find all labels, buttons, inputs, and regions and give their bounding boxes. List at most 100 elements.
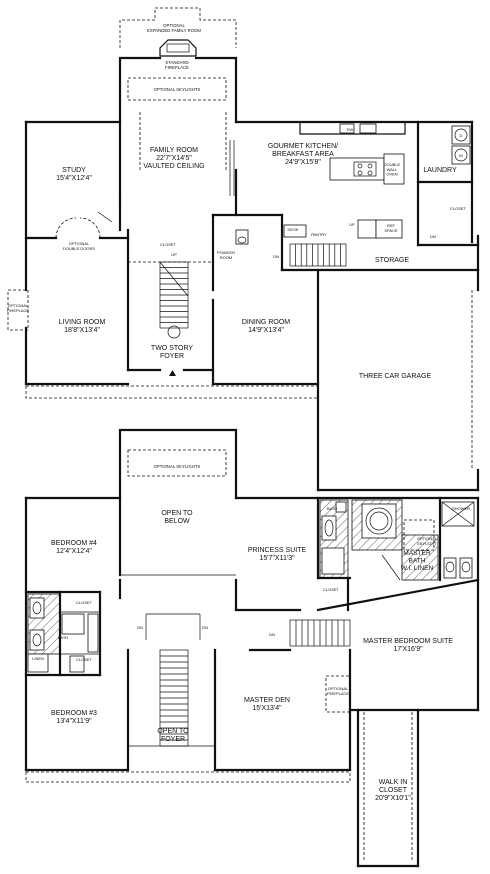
walk-in-closet-label: CLOSET (379, 787, 408, 794)
master-den-label: MASTER DEN (244, 697, 290, 704)
master-bath-label: BATH (408, 558, 425, 565)
gourmet-kitchen-label: BREAKFAST AREA (272, 151, 334, 158)
closet-princess-label: CLOSET (323, 587, 340, 592)
standard-fireplace-label: STANDARD (165, 60, 188, 65)
closet-bed3-label: CLOSET (76, 657, 93, 662)
rear-porch (25, 771, 351, 783)
bedroom-4-label: 12'4"X12'4" (56, 548, 92, 555)
family-room-label: VAULTED CEILING (143, 163, 204, 170)
bedroom-4-label: BEDROOM #4 (51, 540, 97, 547)
open-to-below-label: BELOW (164, 518, 190, 525)
basement-stair (289, 243, 347, 267)
powder-room-fixtures (235, 229, 249, 245)
master-den-label: 15'X13'4" (252, 705, 282, 712)
double-wall-oven-label: WALL (387, 167, 399, 172)
garage-walls (316, 268, 480, 492)
princess-suite-label: PRINCESS SUITE (248, 547, 307, 554)
ref-space-label: SPACE (384, 228, 398, 233)
kitchen-counters (229, 122, 406, 239)
gourmet-kitchen-label: GOURMET KITCHEN/ (268, 143, 338, 150)
master-bedroom-suite-label: 17'X16'9" (393, 646, 423, 653)
standard-fireplace-shape (159, 39, 197, 57)
two-story-foyer-label: FOYER (160, 353, 184, 360)
ref-space-label: REF (387, 223, 396, 228)
optional-fireplace-left-label: OPTIONAL (8, 303, 29, 308)
open-to-foyer-label: OPEN TO (157, 728, 189, 735)
open-to-foyer-label: FOYER (161, 736, 185, 743)
optional-expanded-family-room-outline (119, 7, 237, 48)
optional-double-doors-arcs (55, 211, 113, 239)
hall-stair (289, 619, 351, 647)
optional-fireplace-den-label: OPTIONAL (328, 686, 349, 691)
closet-foyer-label: CLOSET (160, 242, 177, 247)
family-room-label: 22'7"X14'5" (156, 155, 192, 162)
two-story-foyer-label: TWO STORY (151, 345, 193, 352)
up-foyer-label: UP (171, 252, 177, 257)
dn-hall-label: DN (269, 632, 275, 637)
laundry-dryer-label: D (460, 133, 463, 138)
front-porch (25, 385, 319, 399)
main-walls (24, 120, 480, 492)
walk-in-closet-label: 20'9"X10'1" (375, 795, 411, 802)
optional-expanded-family-room-label: OPTIONAL (163, 23, 185, 28)
powder-room-label: ROOM (220, 255, 232, 260)
left-bath-fixtures (27, 593, 99, 673)
first-floor: D W (7, 7, 480, 492)
pantry-label: PANTRY (311, 232, 327, 237)
dining-room-label: 14'9"X13'4" (248, 327, 284, 334)
living-room-label: LIVING ROOM (59, 319, 106, 326)
master-bedroom-suite-label: MASTER BEDROOM SUITE (363, 638, 453, 645)
optional-double-doors-label: DOUBLE DOORS (63, 246, 96, 251)
master-bath-label: MASTER (403, 550, 431, 557)
three-car-garage-label: THREE CAR GARAGE (359, 373, 432, 380)
optional-double-doors-label: OPTIONAL (69, 241, 90, 246)
upper-stair (145, 613, 201, 747)
foyer-stair (128, 261, 213, 376)
laundry-machines: D W (451, 125, 471, 165)
dining-room-label: DINING ROOM (242, 319, 290, 326)
laundry-label: LAUNDRY (423, 167, 457, 174)
optional-fireplace-den-outline (325, 675, 351, 713)
dn-right-label: DN (202, 625, 208, 630)
living-room-label: 18'8"X13'4" (64, 327, 100, 334)
double-wall-oven-label: DOUBLE (384, 162, 401, 167)
dn-left-label: DN (137, 625, 143, 630)
desk-label: DESK (288, 227, 299, 232)
bath-left-label: BATH (58, 635, 68, 640)
powder-room-label: POWDER (217, 250, 235, 255)
princess-suite-label: 15'7"X11'3" (259, 555, 295, 562)
study-label: 15'4"X12'4" (56, 175, 92, 182)
optional-fireplace-left-label: FIREPLACE (7, 308, 30, 313)
bedroom-3-label: 13'4"X11'9" (56, 718, 92, 725)
optional-fireplace-left-outline (7, 289, 29, 331)
optional-expanded-family-room-label: EXPANDED FAMILY ROOM (147, 28, 201, 33)
optional-skylights-mid-label: OPTIONAL SKYLIGHTS (154, 464, 201, 469)
bath-princess-label: BATH (327, 506, 337, 511)
second-floor (24, 428, 480, 868)
master-bath-label: W.I. LINEN (401, 565, 434, 572)
dw-label: DW (347, 127, 354, 132)
dn-garage-left-label: DN (273, 254, 279, 259)
optional-skylight-bath-label: OPTIONAL (417, 536, 438, 541)
optional-skylights-top-label: OPTIONAL SKYLIGHTS (154, 87, 201, 92)
closet-bed4-label: CLOSET (76, 600, 93, 605)
open-to-below-label: OPEN TO (161, 510, 193, 517)
optional-skylight-bath-label: SKYLIGHT (417, 541, 437, 546)
master-bath-fixtures (351, 499, 475, 581)
standard-fireplace-label: FIREPLACE (165, 65, 189, 70)
shower-label: SHOWER (452, 506, 470, 511)
double-wall-oven-label: OVEN (386, 172, 397, 177)
optional-fireplace-den-label: FIREPLACE (327, 691, 350, 696)
up-kitchen-label: UP (349, 222, 355, 227)
dn-laundry-label: DN (430, 234, 436, 239)
stair-labels: UP UP DN DN DN DN DN (137, 222, 436, 637)
bedroom-3-label: BEDROOM #3 (51, 710, 97, 717)
princess-bath-fixtures (319, 499, 349, 579)
walk-in-closet-label: WALK IN (379, 779, 408, 786)
family-room-label: FAMILY ROOM (150, 147, 198, 154)
study-label: STUDY (62, 167, 86, 174)
laundry-washer-label: W (459, 153, 463, 158)
linen-label: LINEN (32, 656, 44, 661)
